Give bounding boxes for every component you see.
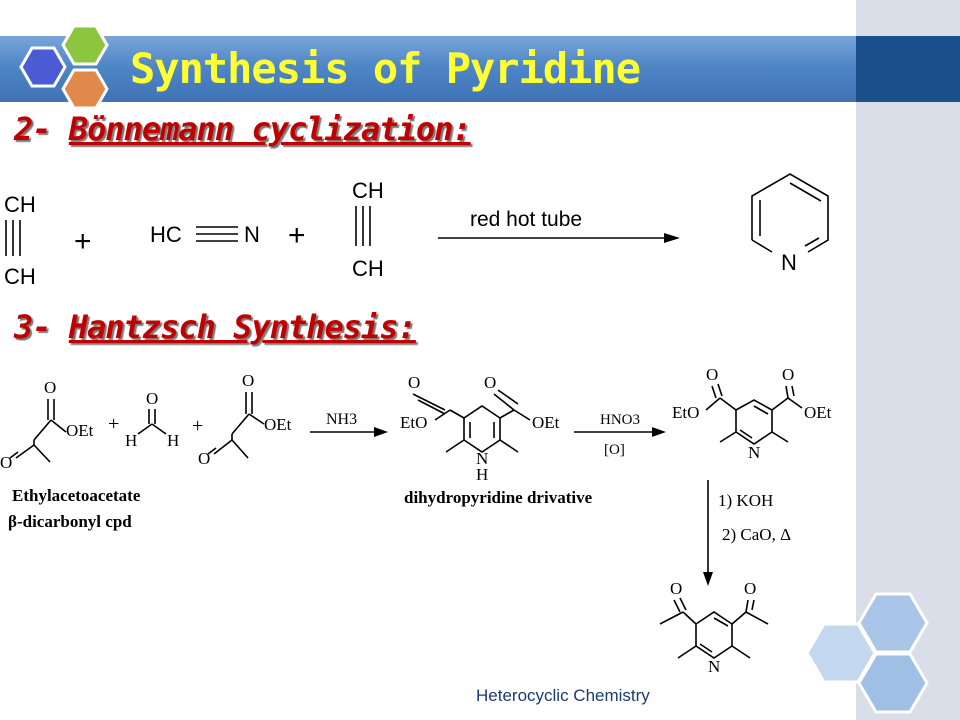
svg-text:N: N	[476, 449, 488, 468]
svg-text:O: O	[198, 449, 210, 468]
svg-text:N: N	[781, 250, 797, 275]
footer-text: Heterocyclic Chemistry	[476, 686, 650, 705]
svg-text:O: O	[242, 371, 254, 390]
heading-bonnemann-text: Bönnemann cyclization:	[68, 110, 472, 148]
svg-text:EtO: EtO	[400, 413, 427, 432]
svg-text:O: O	[408, 373, 420, 392]
label-dicarbonyl-compound: β-dicarbonyl cpd	[8, 512, 132, 531]
svg-text:N: N	[708, 657, 720, 676]
label-dihydropyridine: dihydropyridine drivative	[404, 488, 593, 507]
svg-text:O: O	[44, 378, 56, 397]
reagent-ammonia: NH3	[326, 411, 357, 428]
svg-text:EtO: EtO	[672, 403, 699, 422]
svg-text:O: O	[670, 579, 682, 598]
svg-text:N: N	[244, 222, 260, 247]
diacetylpyridine-final-product: O O N	[659, 579, 769, 676]
ethylacetoacetate-reactant-1: O OEt O	[0, 378, 94, 472]
pyridine-product: N	[751, 173, 829, 275]
svg-text:O: O	[706, 365, 718, 384]
arrow-head-icon	[652, 427, 666, 437]
label-ethylacetoacetate: Ethylacetoacetate	[12, 486, 141, 505]
heading-hantzsch-number: 3-	[14, 308, 52, 346]
title-band	[0, 36, 856, 102]
svg-text:H: H	[476, 465, 488, 484]
svg-text:N: N	[748, 443, 760, 462]
plus-sign: +	[74, 225, 92, 258]
svg-text:H: H	[167, 431, 179, 450]
heading-bonnemann: 2- Bönnemann cyclization:	[14, 110, 472, 148]
svg-text:HC: HC	[150, 222, 182, 247]
ethylacetoacetate-reactant-2: O OEt O	[198, 371, 292, 468]
svg-text:OEt: OEt	[532, 413, 560, 432]
step-2-label: 2) CaO, Δ	[722, 525, 791, 544]
slide-title: Synthesis of Pyridine	[130, 44, 641, 93]
reagent-oxidant: [O]	[604, 442, 625, 458]
svg-text:CH: CH	[4, 264, 36, 289]
svg-text:OEt: OEt	[66, 421, 94, 440]
svg-text:OEt: OEt	[264, 415, 292, 434]
pyridine-diester-product: EtO O O OEt N	[672, 365, 832, 462]
acetylene-reactant-1: CH CH	[4, 192, 36, 289]
arrow-head-icon	[664, 233, 680, 243]
decorative-hexagons-icon	[806, 592, 929, 714]
svg-text:O: O	[484, 373, 496, 392]
formaldehyde-reactant: O H H	[125, 389, 179, 450]
svg-text:CH: CH	[4, 192, 36, 217]
svg-text:CH: CH	[352, 178, 384, 203]
step-1-label: 1) KOH	[718, 491, 773, 510]
hexagon-logo-icon	[19, 24, 109, 110]
plus-sign: +	[192, 415, 203, 437]
heading-hantzsch: 3- Hantzsch Synthesis:	[14, 308, 417, 346]
svg-text:CH: CH	[352, 256, 384, 281]
plus-sign: +	[288, 219, 306, 252]
svg-text:O: O	[146, 389, 158, 408]
arrow-head-icon	[703, 572, 713, 586]
arrow-head-icon	[374, 427, 388, 437]
svg-text:O: O	[782, 365, 794, 384]
svg-text:OEt: OEt	[804, 403, 832, 422]
heading-bonnemann-number: 2-	[14, 110, 52, 148]
dihydropyridine-intermediate: EtO O O OEt N H	[400, 373, 560, 484]
plus-sign: +	[108, 413, 119, 435]
hydrogen-cyanide-reactant: HC N	[150, 222, 260, 247]
heading-hantzsch-text: Hantzsch Synthesis:	[68, 308, 417, 346]
svg-text:O: O	[744, 579, 756, 598]
reaction-condition-label: red hot tube	[470, 208, 582, 231]
svg-text:H: H	[125, 431, 137, 450]
reagent-nitric-acid: HNO3	[600, 412, 640, 428]
title-band-dark-block	[856, 36, 960, 102]
reaction-schemes: CH CH + HC N + CH CH red hot tube N O	[0, 173, 832, 676]
acetylene-reactant-2: CH CH	[352, 178, 384, 281]
svg-text:O: O	[0, 453, 12, 472]
